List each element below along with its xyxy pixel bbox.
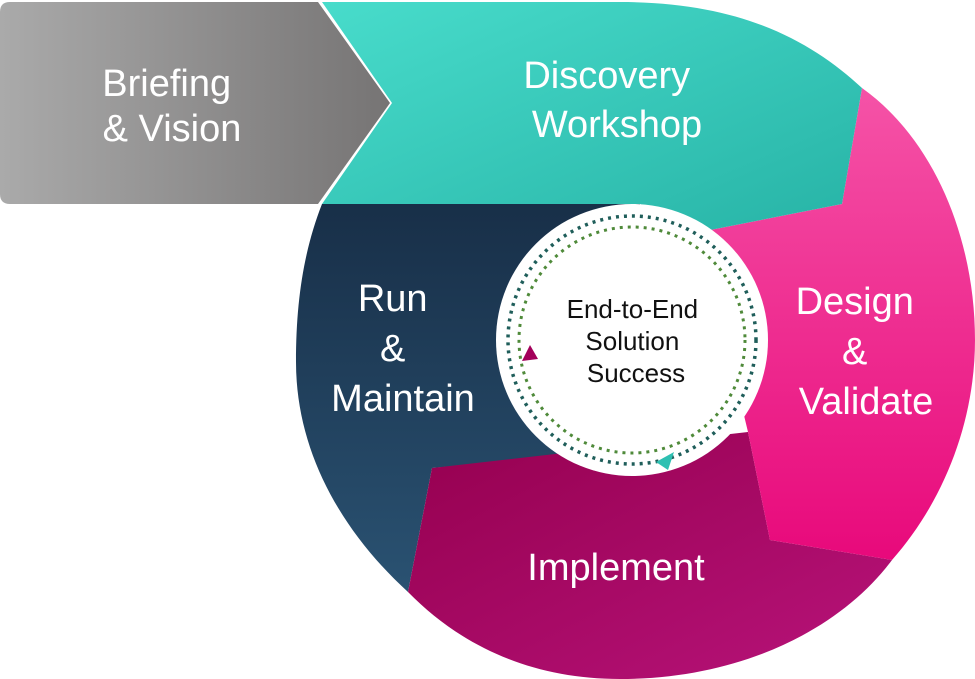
center-line-1: End-to-End: [567, 294, 699, 324]
run-maintain-label: Run & Maintain: [331, 278, 475, 420]
briefing-vision-segment: [0, 2, 390, 204]
run-line-1: Run: [358, 278, 428, 320]
discovery-line-2: Workshop: [532, 104, 702, 146]
implement-line-1: Implement: [527, 547, 705, 589]
inner-dotted-ring: [517, 225, 747, 455]
discovery-workshop-segment: [322, 2, 862, 232]
run-line-3: Maintain: [331, 378, 475, 420]
design-line-3: Validate: [799, 381, 934, 423]
center-line-2: Solution: [585, 326, 679, 356]
design-line-2: &: [842, 331, 867, 373]
teal-arrowhead-icon: [656, 452, 674, 470]
outer-dotted-ring: [506, 214, 758, 466]
briefing-line-1: Briefing: [102, 63, 231, 105]
run-line-2: &: [380, 328, 405, 370]
discovery-line-1: Discovery: [523, 55, 690, 97]
center-line-3: Success: [587, 358, 685, 388]
discovery-workshop-label: Discovery Workshop: [523, 55, 702, 146]
design-validate-label: Design & Validate: [796, 281, 934, 423]
center-circle: [496, 204, 768, 476]
implement-label: Implement: [527, 547, 705, 589]
briefing-line-2: & Vision: [103, 108, 242, 150]
implement-segment: [408, 432, 892, 679]
design-validate-segment: [700, 88, 975, 560]
briefing-vision-label: Briefing & Vision: [102, 63, 241, 150]
design-line-1: Design: [796, 281, 914, 323]
center-label: End-to-End Solution Success: [567, 294, 706, 388]
magenta-arrowhead-icon: [522, 345, 538, 361]
